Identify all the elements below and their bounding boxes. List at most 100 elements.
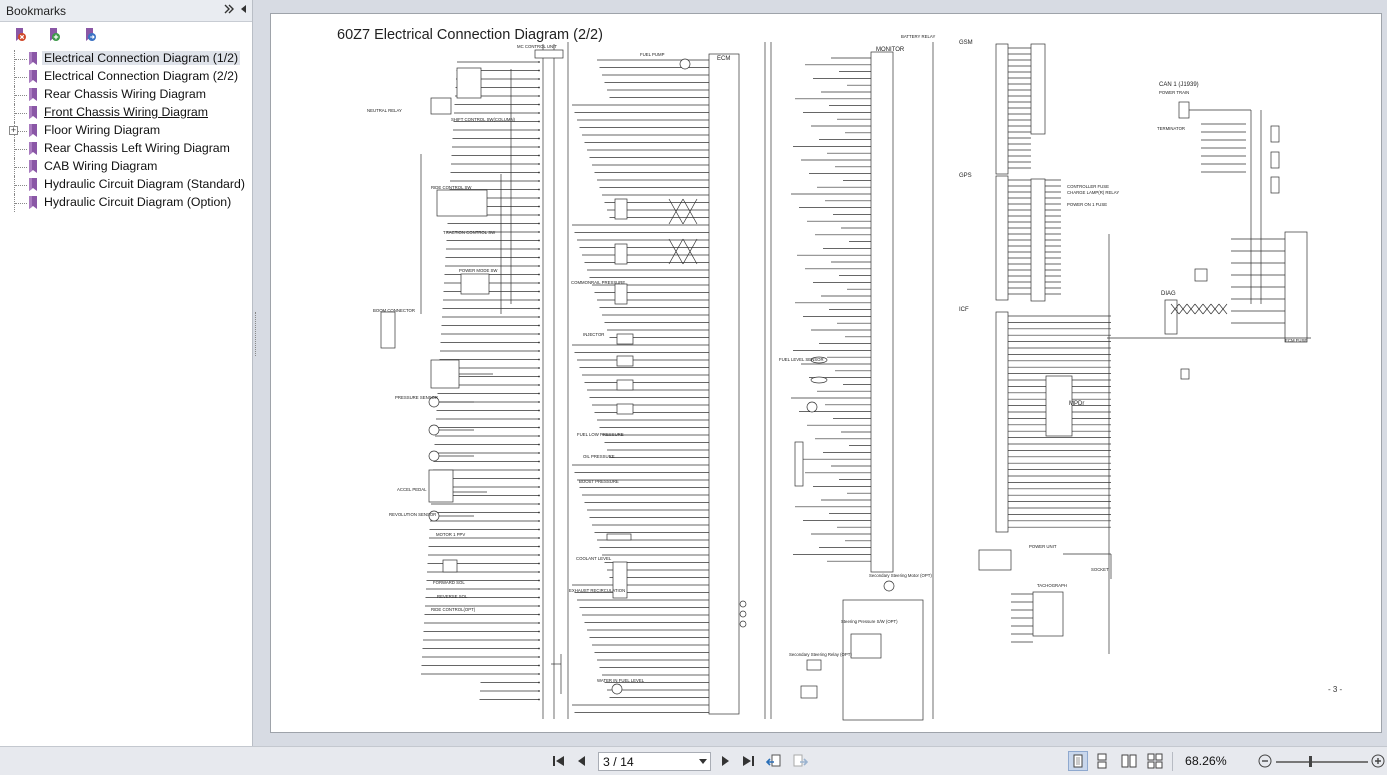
bookmark-tools <box>0 22 252 48</box>
diag-label: DIAG <box>1161 291 1176 297</box>
chevron-left-icon[interactable] <box>237 3 251 17</box>
fuel-low-pressure-label: FUEL LOW PRESSURE <box>577 432 624 437</box>
junction-dot <box>538 511 540 514</box>
panel-splitter[interactable] <box>254 0 259 746</box>
wiring-diagram <box>380 42 1311 721</box>
gauge-symbol <box>810 356 828 364</box>
icf-node <box>1270 125 1280 143</box>
motor-1-ppv-label: MOTOR 1 PPV <box>436 532 466 537</box>
steering-block <box>842 599 924 721</box>
continuous-page-icon[interactable] <box>1094 753 1110 769</box>
zoom-out-icon[interactable] <box>1257 753 1273 769</box>
junction-dot <box>538 214 540 216</box>
bookmarks-title: Bookmarks <box>6 4 67 18</box>
junction-dot <box>538 367 540 369</box>
boom-connector-label: BOOM CONNECTOR <box>373 308 415 313</box>
previous-page-icon[interactable] <box>574 753 590 769</box>
gps-label: GPS <box>959 173 972 179</box>
delete-bookmark-icon[interactable] <box>12 27 28 43</box>
junction-dot <box>538 698 540 701</box>
next-page-icon[interactable] <box>717 753 733 769</box>
controller-fuse-label: CONTROLLER FUSE <box>1067 184 1110 189</box>
expand-icon[interactable]: + <box>9 125 18 135</box>
steering-relay-box <box>806 659 822 671</box>
bookmark-item[interactable]: +Floor Wiring Diagram <box>0 122 252 140</box>
double-chevron-right-icon[interactable] <box>222 3 236 17</box>
single-page-icon[interactable] <box>1068 751 1088 771</box>
page-number-field[interactable]: 3 / 14 <box>598 752 711 771</box>
junction-dot <box>538 673 540 675</box>
zoom-value[interactable]: 68.26% <box>1185 754 1227 768</box>
splitter-grip[interactable] <box>255 312 258 356</box>
junction-dot <box>538 205 540 208</box>
next-view-icon[interactable] <box>792 753 809 769</box>
zoom-in-icon[interactable] <box>1370 753 1386 769</box>
bookmark-item[interactable]: Hydraulic Circuit Diagram (Option) <box>0 194 252 212</box>
junction-dot <box>538 605 540 607</box>
mpdr-label: MPDr <box>1069 401 1085 407</box>
fuel-level-sensor-label: FUEL LEVEL SENSOR <box>779 357 824 362</box>
junction-dot <box>538 324 540 327</box>
gsm-label: GSM <box>959 40 973 46</box>
last-page-icon[interactable] <box>740 753 756 769</box>
tree-line <box>14 158 27 176</box>
bookmark-label: Electrical Connection Diagram (2/2) <box>44 69 239 83</box>
tree-line <box>14 50 27 68</box>
fuel-pump-symbol <box>679 58 691 70</box>
terminator-box <box>1194 268 1208 282</box>
junction-dot <box>538 562 540 565</box>
zoom-slider-thumb[interactable] <box>1309 756 1312 767</box>
diag-connector <box>1164 299 1178 335</box>
junction-dot <box>538 477 540 480</box>
bookmark-item[interactable]: Rear Chassis Wiring Diagram <box>0 86 252 104</box>
junction-dot <box>538 537 540 539</box>
previous-view-icon[interactable] <box>765 753 782 769</box>
add-bookmark-icon[interactable] <box>46 27 62 43</box>
battery-relay-label: BATTERY RELAY <box>901 34 936 39</box>
can-label: CAN 1 (J1939) <box>1159 82 1199 88</box>
secondary-steering-motor-label: Secondary Steering Motor (OPT) <box>869 573 932 578</box>
find-bookmark-icon[interactable] <box>82 27 98 43</box>
document-viewport[interactable]: 60Z7 Electrical Connection Diagram (2/2)… <box>259 0 1387 746</box>
bookmark-item[interactable]: CAB Wiring Diagram <box>0 158 252 176</box>
twist <box>1178 303 1188 315</box>
bookmark-item[interactable]: Rear Chassis Left Wiring Diagram <box>0 140 252 158</box>
junction-dot <box>538 248 540 250</box>
bookmark-item[interactable]: Electrical Connection Diagram (1/2) <box>0 50 252 68</box>
junction-dot <box>538 613 540 616</box>
mpdr-box <box>1045 375 1073 437</box>
monitor-block <box>870 51 894 573</box>
bookmark-item[interactable]: Hydraulic Circuit Diagram (Standard) <box>0 176 252 194</box>
bookmark-item[interactable]: Electrical Connection Diagram (2/2) <box>0 68 252 86</box>
junction-dot <box>538 256 540 259</box>
boom-connector-box <box>380 311 396 349</box>
speed-sensor-box <box>614 198 628 220</box>
junction-dot <box>538 681 540 684</box>
monitor-label: MONITOR <box>876 47 905 53</box>
first-page-icon[interactable] <box>551 753 567 769</box>
bookmark-item[interactable]: Front Chassis Wiring Diagram <box>0 104 252 122</box>
pdf-page: 60Z7 Electrical Connection Diagram (2/2)… <box>270 13 1382 733</box>
icf-block <box>995 311 1009 533</box>
fuel-pump-label: FUEL PUMP <box>640 52 665 57</box>
revolution-sensor-label: REVOLUTION SENSOR <box>389 512 437 517</box>
bookmarks-header: Bookmarks <box>0 0 252 22</box>
ecm-block <box>708 53 740 715</box>
continuous-facing-icon[interactable] <box>1147 753 1163 769</box>
junction-dot <box>538 239 540 242</box>
shift-switch-box <box>456 67 482 99</box>
cross-wire <box>682 198 698 225</box>
junction-dot <box>538 95 540 97</box>
secondary-steering-relay-label: Secondary Steering Relay (OPT) <box>789 652 852 657</box>
twist <box>1170 303 1180 315</box>
bookmark-label: Front Chassis Wiring Diagram <box>44 105 208 119</box>
zoom-slider[interactable] <box>1276 756 1368 767</box>
ecm-connector <box>1284 231 1308 343</box>
chevron-down-icon[interactable] <box>699 759 707 764</box>
cross-wire <box>682 238 698 265</box>
traction-control-label: TRACTION CONTROL SW <box>443 230 496 235</box>
tree-line <box>14 86 27 104</box>
injector-box <box>616 333 634 345</box>
junction-dot <box>538 375 540 378</box>
facing-page-icon[interactable] <box>1121 753 1137 769</box>
